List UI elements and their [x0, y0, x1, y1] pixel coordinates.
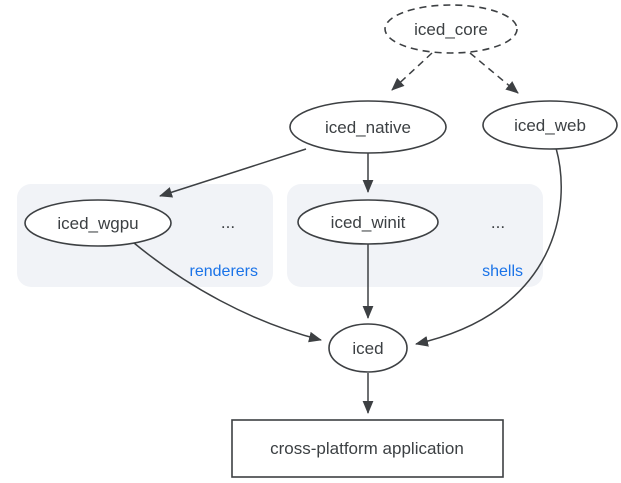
shells-ellipsis: ...: [491, 213, 505, 232]
iced-node: [328, 323, 408, 373]
edge-iced-native-to-iced-wgpu: [159, 148, 307, 198]
iced-winit-label: iced_winit: [331, 213, 406, 232]
iced-wgpu-node: [24, 199, 172, 247]
edge-iced-web-to-iced: [415, 147, 562, 347]
iced-wgpu-label: iced_wgpu: [57, 214, 138, 233]
iced-web-label: iced_web: [514, 116, 586, 135]
edge-iced-wgpu-to-iced: [133, 242, 322, 343]
iced-winit-node: [297, 199, 439, 245]
iced-native-label: iced_native: [325, 118, 411, 137]
renderers-group-label: renderers: [190, 263, 258, 280]
edge-iced-core-to-iced-web: [469, 52, 519, 94]
application-node: [231, 419, 504, 478]
iced-native-node: [289, 100, 447, 154]
iced-core-node: [384, 4, 518, 54]
iced-web-node: [482, 100, 618, 150]
renderers-ellipsis: ...: [221, 213, 235, 232]
edge-iced-core-to-iced-native: [391, 52, 433, 91]
iced-core-label: iced_core: [414, 20, 488, 39]
shells-group-label: shells: [482, 263, 523, 280]
application-label: cross-platform application: [270, 439, 464, 458]
iced-label: iced: [352, 339, 383, 358]
